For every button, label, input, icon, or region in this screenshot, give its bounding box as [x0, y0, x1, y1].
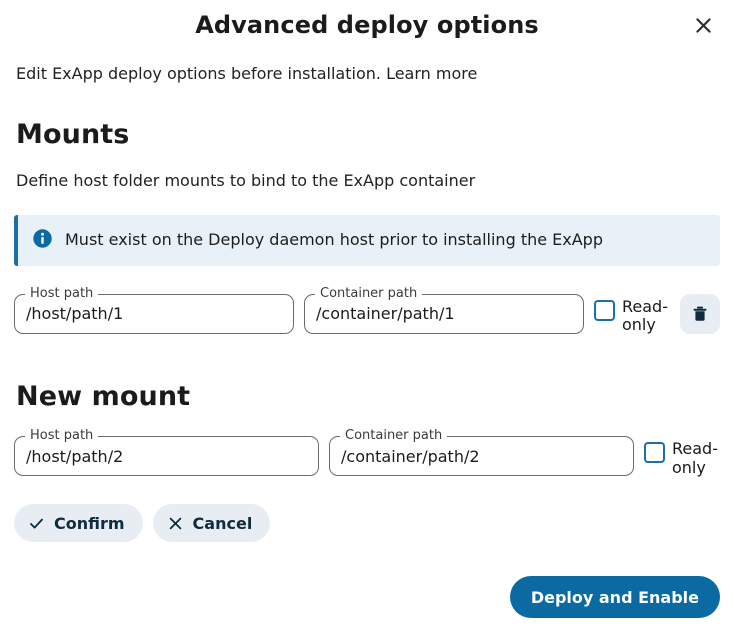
- readonly-checkbox[interactable]: [594, 299, 615, 321]
- new-host-path-input[interactable]: [15, 437, 318, 476]
- page-title: Advanced deploy options: [195, 11, 539, 39]
- close-icon: [694, 16, 713, 35]
- close-button[interactable]: [684, 6, 722, 44]
- cancel-button[interactable]: Cancel: [152, 504, 271, 543]
- new-readonly-checkbox[interactable]: [644, 442, 665, 464]
- dialog-header: Advanced deploy options: [0, 0, 734, 50]
- learn-more-link[interactable]: Learn more: [386, 64, 478, 83]
- new-mount-actions: Confirm Cancel: [14, 504, 720, 543]
- new-readonly-checkbox-group: Read-only: [644, 436, 720, 478]
- close-icon: [167, 515, 184, 532]
- info-circle-icon: [32, 228, 53, 253]
- delete-mount-button[interactable]: [680, 293, 720, 334]
- mounts-description: Define host folder mounts to bind to the…: [16, 170, 476, 190]
- new-mount-heading: New mount: [16, 381, 191, 413]
- confirm-button-label: Confirm: [54, 513, 125, 533]
- new-readonly-label[interactable]: Read-only: [672, 439, 718, 478]
- new-container-path-field: Container path: [329, 429, 634, 477]
- new-host-path-field: Host path: [14, 429, 319, 477]
- info-note: Must exist on the Deploy daemon host pri…: [14, 214, 720, 266]
- host-path-label: Host path: [25, 286, 99, 301]
- trash-icon: [690, 304, 710, 324]
- container-path-input[interactable]: [305, 294, 583, 333]
- container-path-field: Container path: [304, 286, 584, 334]
- confirm-button[interactable]: Confirm: [14, 504, 143, 543]
- readonly-checkbox-group: Read-only: [594, 294, 670, 336]
- new-mount-row: Host path Container path Read-only: [14, 429, 720, 478]
- mounts-heading: Mounts: [16, 118, 130, 150]
- new-container-path-label: Container path: [340, 429, 448, 444]
- dialog-subtitle: Edit ExApp deploy options before install…: [16, 64, 720, 85]
- info-note-text: Must exist on the Deploy daemon host pri…: [65, 230, 603, 250]
- new-host-path-label: Host path: [25, 429, 99, 444]
- cancel-button-label: Cancel: [192, 513, 253, 533]
- host-path-input[interactable]: [15, 294, 293, 333]
- dialog-subtitle-text: Edit ExApp deploy options before install…: [16, 64, 381, 83]
- check-icon: [28, 515, 45, 532]
- new-container-path-input[interactable]: [330, 437, 633, 476]
- dialog-body: Edit ExApp deploy options before install…: [0, 64, 734, 619]
- readonly-label[interactable]: Read-only: [622, 296, 668, 335]
- container-path-label: Container path: [315, 286, 423, 301]
- deploy-and-enable-button[interactable]: Deploy and Enable: [509, 576, 720, 619]
- host-path-field: Host path: [14, 286, 294, 334]
- dialog-footer: Deploy and Enable: [14, 576, 720, 619]
- mount-row: Host path Container path Read-only: [14, 286, 720, 336]
